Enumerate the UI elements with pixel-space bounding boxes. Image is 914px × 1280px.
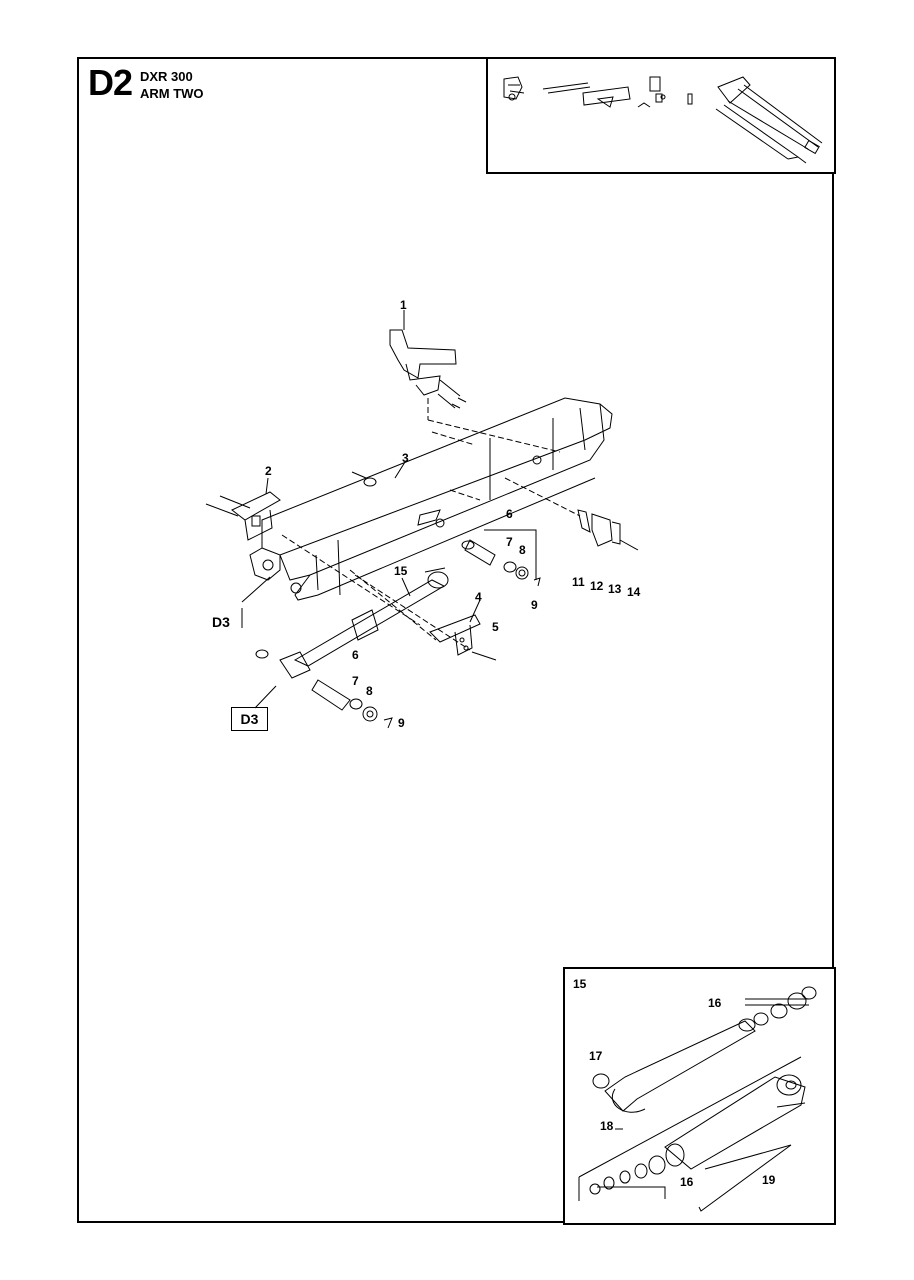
callout-12: 12 (590, 579, 604, 593)
callout-17: 17 (589, 1049, 603, 1063)
bracket-2 (231, 491, 281, 521)
callout-15: 15 (394, 564, 408, 578)
callout-13: 13 (608, 582, 622, 596)
bracket-1 (389, 329, 457, 379)
overview-drawing (503, 76, 823, 164)
callout-18: 18 (600, 1119, 614, 1133)
section-code: D2 (88, 62, 133, 103)
assembly-name: ARM TWO (140, 86, 204, 101)
callout-5: 5 (492, 620, 499, 634)
bracket-11-14 (577, 509, 591, 533)
hydraulic-cylinder (293, 579, 446, 667)
callout-9-upper: 9 (531, 598, 538, 612)
callout-3: 3 (402, 451, 409, 465)
callout-4: 4 (475, 590, 482, 604)
callout-8-lower: 8 (366, 684, 373, 698)
callout-9-lower: 9 (398, 716, 405, 730)
callout-6-lower: 6 (352, 648, 359, 662)
cylinder-detail-drawing (578, 986, 817, 1212)
callout-7-lower: 7 (352, 674, 359, 688)
cylinder-detail-inset (563, 967, 836, 1225)
page-frame (77, 57, 834, 1223)
arm-beam-upper (261, 397, 613, 556)
callout-14: 14 (627, 585, 641, 599)
callout-16-upper: 16 (708, 996, 722, 1010)
callout-11: 11 (572, 575, 585, 589)
callout-7-upper: 7 (506, 535, 513, 549)
pin-upper (464, 539, 496, 566)
overview-inset (486, 57, 836, 174)
callout-16-lower: 16 (680, 1175, 694, 1189)
callout-19: 19 (762, 1173, 776, 1187)
detail-title-15: 15 (573, 977, 587, 991)
callout-6-upper: 6 (506, 507, 513, 521)
bracket-4-5 (429, 614, 481, 643)
ref-d3-lower[interactable]: D3 (231, 707, 268, 731)
ref-d3-upper[interactable]: D3 (212, 614, 230, 630)
callout-2: 2 (265, 464, 272, 478)
callout-8-upper: 8 (519, 543, 526, 557)
model-name: DXR 300 (140, 69, 193, 84)
pin-lower (311, 679, 351, 711)
callout-1: 1 (400, 298, 407, 312)
